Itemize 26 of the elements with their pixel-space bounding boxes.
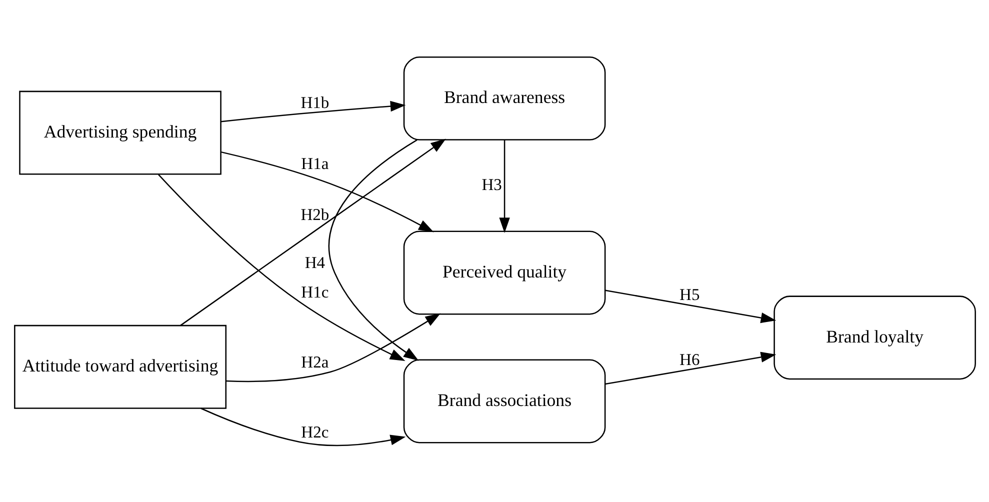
arrow [200, 407, 406, 446]
node-box: Perceived quality [402, 230, 606, 314]
arrow [180, 138, 446, 326]
edge-label: H4 [304, 252, 325, 272]
arrow [220, 100, 406, 122]
node-box: Attitude toward advertising [14, 324, 226, 408]
edge-label: H1c [300, 282, 328, 301]
edge-label: H6 [679, 349, 700, 368]
node-box: Brand associations [402, 358, 606, 443]
node-box: Advertising spending [18, 90, 221, 174]
edge-label: H1b [300, 92, 329, 112]
arrow [604, 351, 776, 384]
node-box: Brand loyalty [773, 295, 976, 380]
arrow [220, 150, 434, 232]
arrow [226, 312, 440, 382]
edge-label: H5 [679, 284, 700, 304]
edge-label: H3 [481, 174, 502, 194]
arrow [498, 139, 510, 232]
arrow [158, 174, 405, 360]
edge-label: H2c [300, 422, 328, 441]
arrow [604, 289, 776, 323]
edge-label: H2b [300, 204, 329, 224]
edge-label: H1a [300, 153, 328, 172]
edge-label: H2a [300, 352, 328, 371]
node-box: Brand awareness [402, 56, 606, 140]
arrow [328, 138, 418, 360]
